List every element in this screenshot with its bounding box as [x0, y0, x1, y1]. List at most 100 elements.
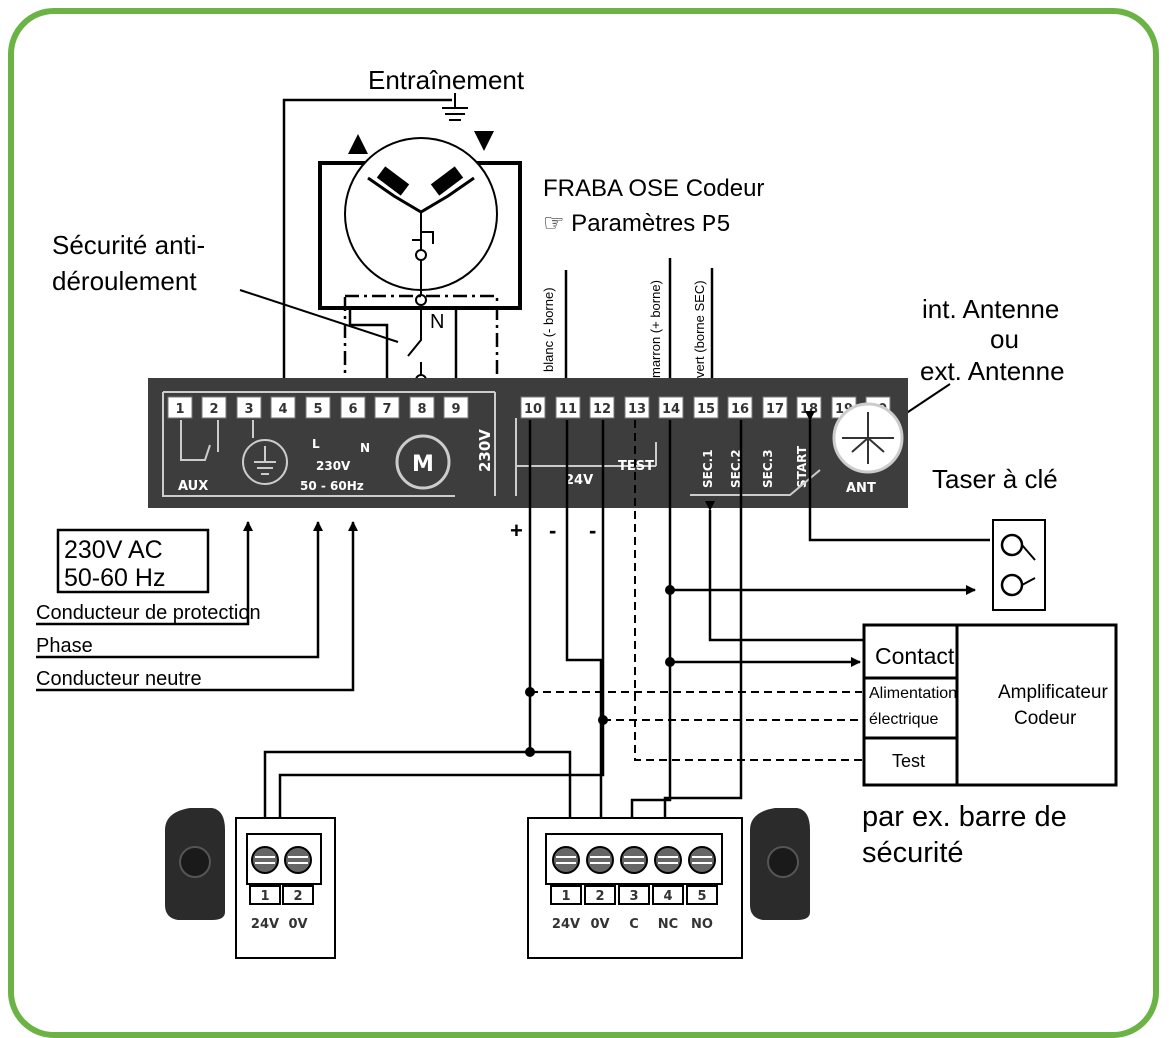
terminal-15 — [693, 396, 719, 419]
motor-symbol — [395, 434, 451, 490]
terminal-6 — [340, 396, 366, 419]
power-line2: 50-60 Hz — [64, 564, 165, 592]
terminal-number: 14 — [662, 402, 680, 417]
amplifier-box: Contact Alimentation électrique Test Amp… — [862, 623, 1118, 787]
terminal-16 — [727, 396, 753, 419]
terminal-12 — [589, 396, 615, 419]
terminal-board: 1234567891011121314151617181920 M AUX L … — [148, 378, 908, 508]
wire-green-label: vert (borne SEC) — [692, 280, 707, 378]
terminal-14 — [658, 396, 684, 419]
encoder-param: ☞ Paramètres P5 — [543, 210, 731, 239]
key-reader-right — [750, 808, 810, 920]
screw-icon — [654, 846, 682, 874]
up-arrow-icon — [348, 134, 368, 154]
key-switch — [992, 519, 1046, 611]
down-arrow-icon — [474, 131, 494, 151]
wire-white-label: blanc (- borne) — [541, 287, 556, 372]
terminal-number: 9 — [451, 402, 460, 417]
safety-label-1: Sécurité anti- — [52, 230, 205, 260]
terminal-9 — [443, 396, 469, 419]
v24-label: 24V — [565, 473, 593, 488]
terminal-number: 11 — [559, 402, 577, 417]
screw-icon — [552, 846, 580, 874]
terminal-17 — [762, 396, 788, 419]
terminal-number: 5 — [313, 402, 322, 417]
terminal-number: 7 — [382, 402, 391, 417]
terminal-number: 10 — [524, 402, 542, 417]
hz-label: 50 - 60Hz — [300, 479, 364, 493]
antenna-line1: int. Antenne — [922, 294, 1059, 324]
motor: Entraînement N — [318, 65, 525, 386]
motor-m-label: M — [412, 452, 434, 477]
terminal-number: 4 — [278, 402, 287, 417]
key-reader-left — [165, 808, 225, 920]
screw-icon — [620, 846, 648, 874]
block-terminal-number: 2 — [293, 889, 302, 904]
polarity-minus-2: - — [589, 518, 596, 543]
test-label: TEST — [618, 459, 654, 474]
amp-title-2: Codeur — [1014, 708, 1077, 729]
antenna-line3: ext. Antenne — [920, 356, 1065, 386]
wire-brown-label: marron (+ borne) — [648, 280, 663, 378]
terminal-8 — [409, 396, 435, 419]
terminal-number: 3 — [244, 402, 253, 417]
ant-label: ANT — [846, 481, 876, 496]
terminal-number: 16 — [731, 402, 749, 417]
cond-neutral: Conducteur neutre — [36, 668, 202, 690]
block-terminal-label: C — [629, 917, 639, 932]
screw-icon — [586, 846, 614, 874]
winding-right — [430, 166, 464, 196]
start-label: START — [795, 445, 809, 488]
terminal-number: 15 — [697, 402, 715, 417]
terminal-block-right: 1 24V 2 0V 3C 4NC 5NO — [527, 817, 743, 959]
block-terminal-label: NO — [691, 917, 713, 932]
screw-icon — [688, 846, 716, 874]
safety-label-2: déroulement — [52, 266, 197, 296]
block-terminal-number: 1 — [260, 889, 269, 904]
v230-label: 230V — [316, 459, 351, 473]
block-terminal-number: 3 — [629, 889, 638, 904]
aux-label: AUX — [178, 479, 208, 494]
block-terminal-number: 4 — [663, 889, 672, 904]
block-terminal-label: 24V — [251, 917, 279, 932]
encoder-title: FRABA OSE Codeur — [543, 175, 764, 202]
block-terminal-label: NC — [658, 917, 678, 932]
block-terminal-number: 5 — [697, 889, 706, 904]
sec2-label: SEC.2 — [729, 449, 743, 488]
terminal-13 — [624, 396, 650, 419]
block-terminal-label: 24V — [552, 917, 580, 932]
terminal-7 — [374, 396, 400, 419]
terminal-11 — [555, 396, 581, 419]
block-terminal-number: 2 — [595, 889, 604, 904]
screw-icon — [251, 846, 279, 874]
terminal-number: 6 — [348, 402, 357, 417]
terminal-5 — [305, 396, 331, 419]
terminal-number: 2 — [209, 402, 218, 417]
terminal-number: 1 — [175, 402, 184, 417]
amp-supply-2: électrique — [869, 711, 938, 728]
terminal-number: 12 — [593, 402, 611, 417]
polarity-plus: + — [510, 518, 523, 543]
cond-phase: Phase — [36, 635, 93, 657]
l-label: L — [312, 437, 320, 451]
sec3-label: SEC.3 — [761, 449, 775, 488]
amp-title-1: Amplificateur — [998, 682, 1108, 703]
sec1-label: SEC.1 — [701, 449, 715, 488]
block-terminal-label: 0V — [590, 917, 609, 932]
v230-side-label: 230V — [476, 429, 494, 472]
safety-pointer — [239, 289, 399, 343]
terminal-1 — [167, 396, 193, 419]
terminal-number: 18 — [800, 402, 818, 417]
safety-edge-line1: par ex. barre de — [862, 801, 1067, 833]
terminal-number: 8 — [417, 402, 426, 417]
block-terminal-label: 0V — [288, 917, 307, 932]
winding-left — [376, 166, 410, 196]
screw-icon — [284, 846, 312, 874]
ground-icon — [442, 93, 468, 121]
terminal-10 — [520, 396, 546, 419]
key-switch-label: Taser à clé — [932, 464, 1058, 494]
block-terminal-number: 1 — [561, 889, 570, 904]
amp-supply-1: Alimentation — [869, 685, 957, 702]
terminal-4 — [270, 396, 296, 419]
n-label: N — [360, 441, 370, 455]
